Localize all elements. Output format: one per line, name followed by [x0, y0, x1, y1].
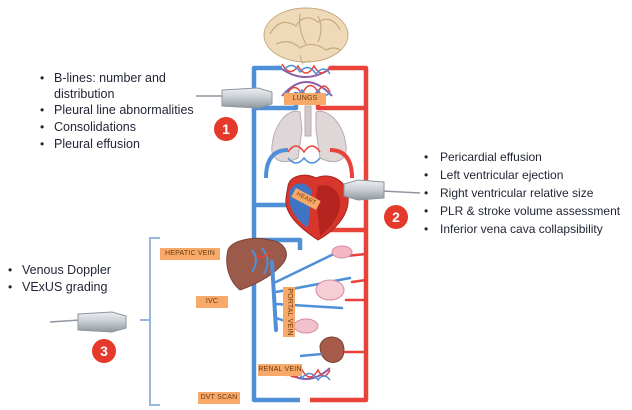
kidney-icon: [300, 337, 366, 362]
portal-vein-label: PORTAL VEIN: [283, 287, 295, 337]
ivc-label: IVC: [196, 296, 228, 308]
lungs-icon: [272, 106, 346, 162]
ultrasound-probe-icon: [344, 180, 420, 200]
brain-icon: [264, 8, 348, 63]
cardiac-ultrasound-list: Pericardial effusion Left ventricular ej…: [424, 148, 629, 238]
list-item: VExUS grading: [8, 279, 138, 296]
brain-capillaries: [278, 64, 334, 77]
list-item: Venous Doppler: [8, 262, 138, 279]
ultrasound-probe-icon: [50, 312, 126, 332]
marker-2: 2: [384, 205, 408, 229]
lungs-label: LUNGS: [284, 93, 326, 105]
lung-ultrasound-list: B-lines: number and distribution Pleural…: [40, 70, 220, 153]
heart-capillaries: [266, 146, 352, 178]
list-item: PLR & stroke volume assessment: [424, 202, 629, 220]
list-item: Right ventricular relative size: [424, 184, 629, 202]
marker-3: 3: [92, 339, 116, 363]
list-item: Pleural effusion: [40, 136, 220, 153]
list-item: Consolidations: [40, 119, 220, 136]
renal-vein-label: RENAL VEIN: [258, 364, 302, 376]
list-item: Inferior vena cava collapsibility: [424, 220, 629, 238]
list-item: B-lines: number and distribution: [40, 70, 220, 102]
venous-ultrasound-list: Venous Doppler VExUS grading: [8, 262, 138, 296]
dvt-scan-label: DVT SCAN: [198, 392, 240, 404]
list-item: Pericardial effusion: [424, 148, 629, 166]
list-item: Pleural line abnormalities: [40, 102, 220, 119]
hepatic-vein-label: HEPATIC VEIN: [160, 248, 220, 260]
list-item: Left ventricular ejection: [424, 166, 629, 184]
venous-bracket: [140, 238, 160, 405]
